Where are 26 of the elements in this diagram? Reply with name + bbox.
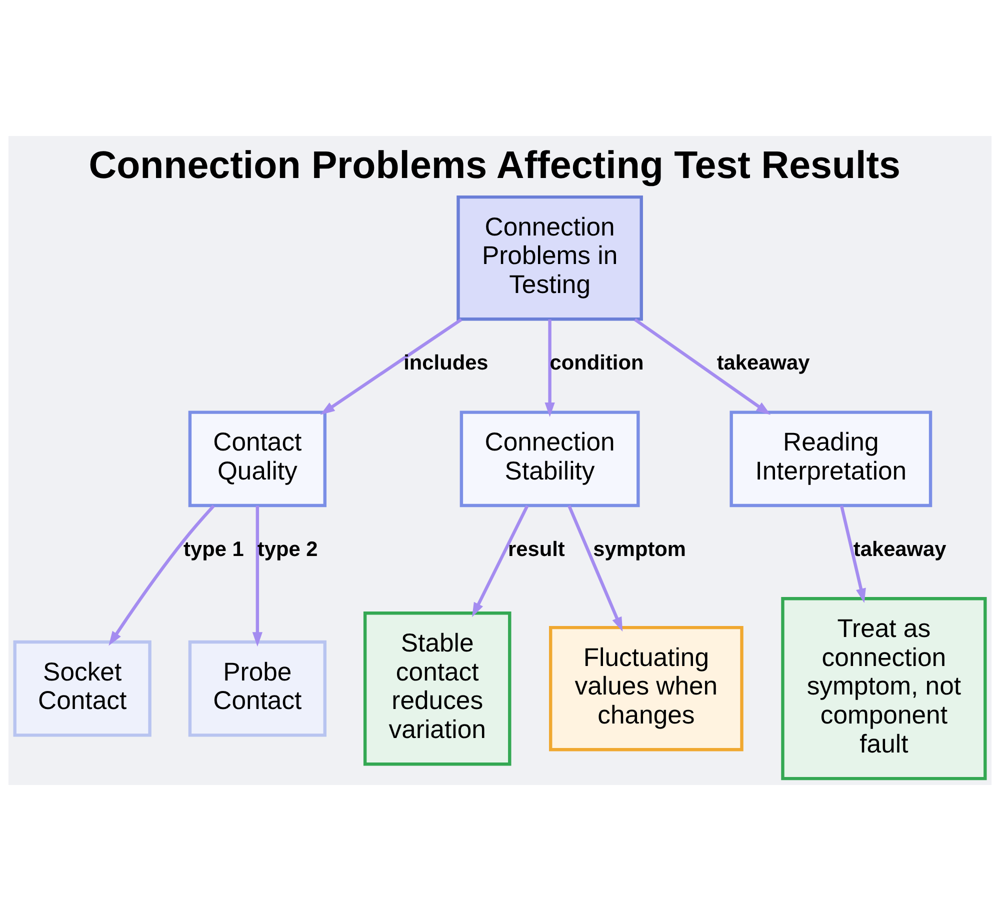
node-box: Connection Problems in Testing <box>456 195 643 321</box>
edge-label: includes <box>404 352 488 375</box>
arrow <box>634 318 771 415</box>
diagram-title: Connection Problems Affecting Test Results <box>88 144 900 188</box>
edge-label: takeaway <box>716 352 810 375</box>
edge-label: type 2 <box>257 538 318 561</box>
node-box: Stable contact reduces variation <box>363 612 512 766</box>
arrow <box>568 505 623 632</box>
node-box: Socket Contact <box>13 640 152 737</box>
edge-label: type 1 <box>184 538 244 561</box>
node-box: Contact Quality <box>188 410 326 508</box>
node-box: Fluctuating values when changes <box>549 626 744 752</box>
arrow <box>544 320 555 417</box>
arrow <box>252 506 262 647</box>
edge-label: result <box>508 538 565 561</box>
edge-label: takeaway <box>853 538 946 561</box>
arrow <box>472 505 529 618</box>
edge-label: symptom <box>593 538 686 561</box>
arrow <box>320 318 462 415</box>
edge-label: condition <box>550 352 644 375</box>
node-box: Connection Stability <box>460 410 640 508</box>
node-box: Reading Interpretation <box>730 410 932 508</box>
node-box: Treat as connection symptom, not component fault <box>781 597 987 780</box>
arrow <box>108 504 215 646</box>
node-box: Probe Contact <box>188 640 326 737</box>
arrow <box>840 505 866 603</box>
